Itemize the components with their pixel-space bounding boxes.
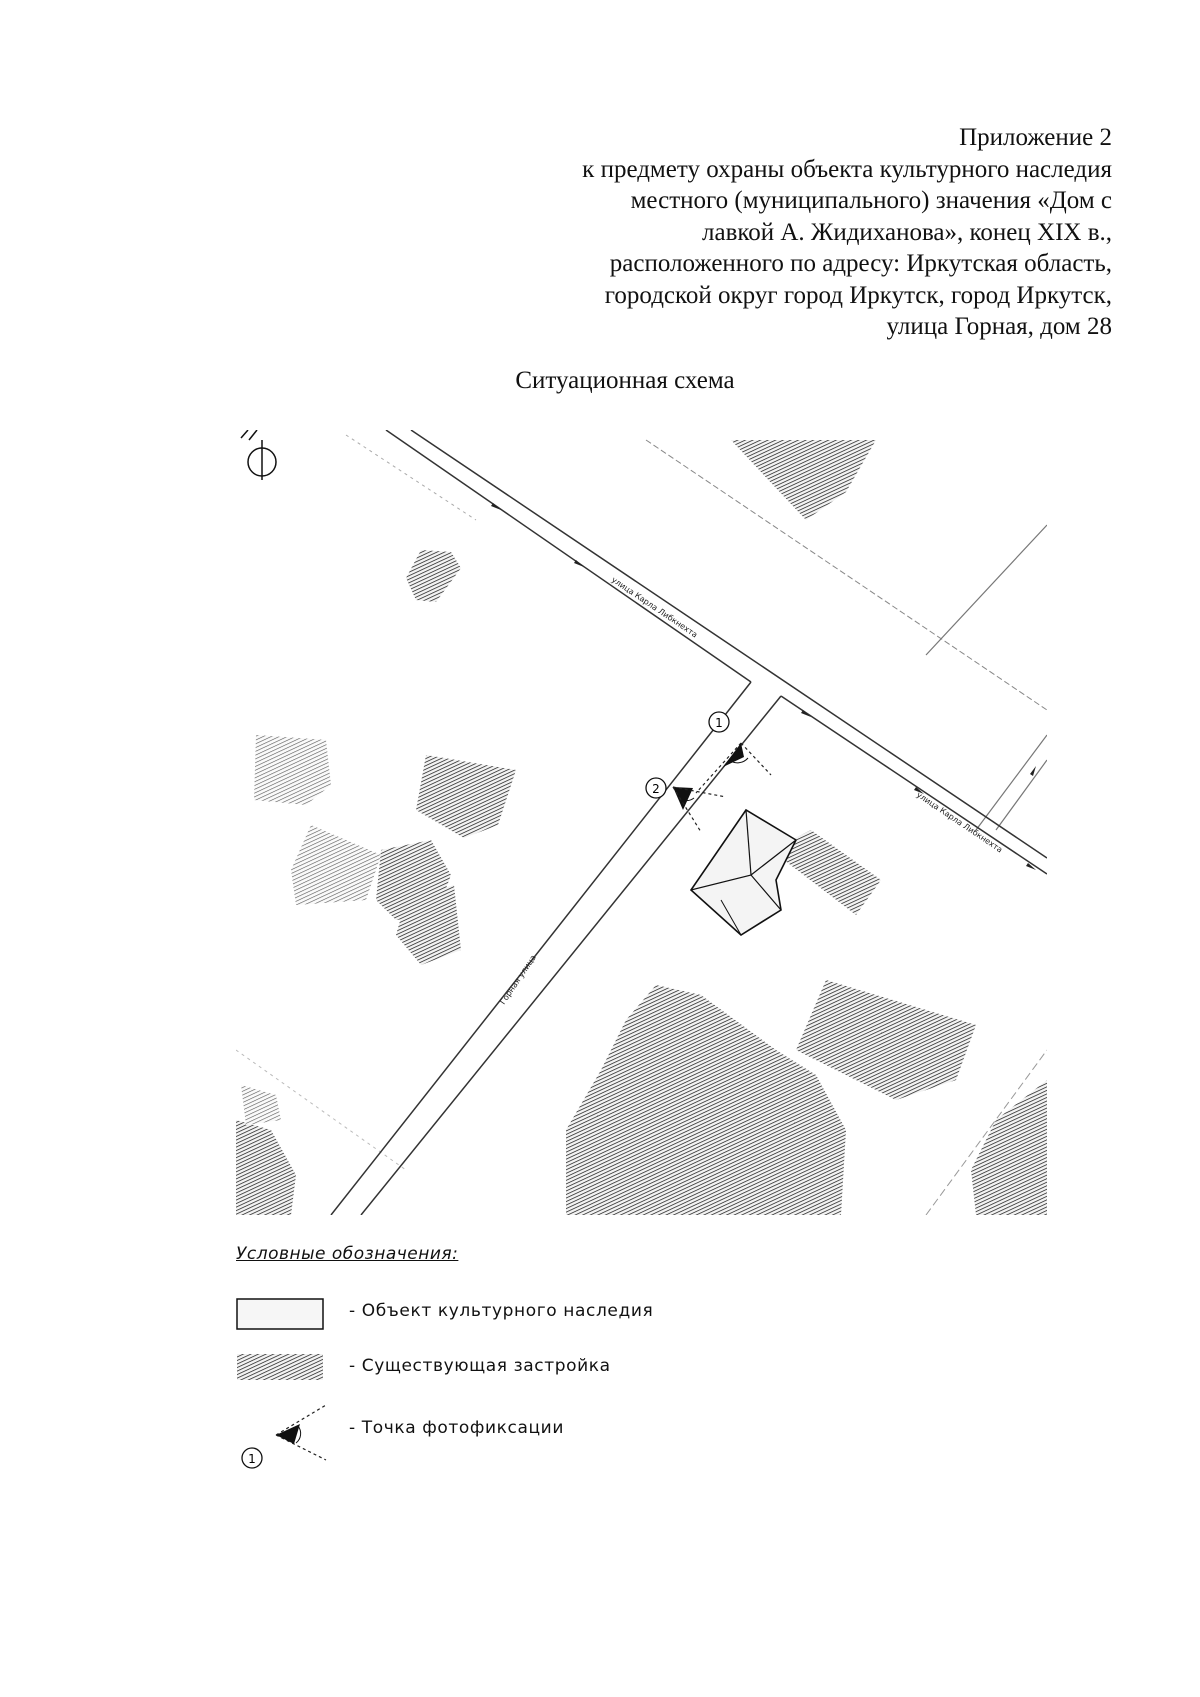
existing-building bbox=[406, 550, 461, 602]
annex-line: городской округ город Иркутск, город Ирк… bbox=[604, 281, 1112, 309]
existing-building bbox=[731, 440, 876, 520]
legend-item-heritage: - Объект культурного наследия bbox=[236, 1297, 836, 1337]
block-outline bbox=[975, 734, 1047, 831]
scheme-title: Ситуационная схема bbox=[515, 367, 735, 394]
existing-building bbox=[566, 985, 846, 1215]
photo-point-icon bbox=[673, 787, 693, 810]
street-label-karla-libknekhta: улица Карла Либкнехта bbox=[610, 575, 699, 639]
legend-item-existing: - Существующая застройка bbox=[236, 1350, 836, 1390]
legend-label: - Точка фотофиксации bbox=[349, 1418, 564, 1438]
heritage-object-symbol bbox=[236, 1298, 324, 1330]
annex-line: к предмету охраны объекта культурного на… bbox=[582, 155, 1112, 183]
street-gornaya-edge bbox=[360, 695, 782, 1215]
street-karla-libknekhta-edge bbox=[385, 430, 752, 683]
photo-point-1: 1 bbox=[695, 711, 772, 794]
existing-building bbox=[241, 1085, 281, 1125]
street-karla-libknekhta-edge bbox=[780, 695, 1047, 875]
street-karla-libknekhta-edge bbox=[410, 430, 1047, 859]
block-outline bbox=[345, 434, 477, 521]
existing-building bbox=[771, 830, 881, 915]
existing-building bbox=[396, 885, 461, 965]
annex-line: расположенного по адресу: Иркутская обла… bbox=[609, 250, 1112, 277]
street-gornaya-edge bbox=[330, 681, 752, 1215]
traffic-arrow-icon bbox=[491, 503, 1036, 870]
photo-point-icon: 1 bbox=[241, 1404, 327, 1469]
existing-building bbox=[254, 735, 331, 805]
photo-point-number: 1 bbox=[715, 716, 723, 730]
annex-line: улица Горная, дом 28 bbox=[886, 313, 1112, 340]
annex-line: лавкой А. Жидиханова», конец XIX в., bbox=[702, 218, 1112, 246]
heritage-object bbox=[689, 808, 798, 936]
existing-buildings bbox=[236, 440, 1047, 1215]
north-arrow-icon bbox=[240, 430, 277, 480]
existing-building bbox=[236, 1120, 296, 1215]
street-label-gornaya: Горная улица bbox=[498, 953, 538, 1006]
photo-point-2: 2 bbox=[645, 777, 727, 833]
legend-label: - Объект культурного наследия bbox=[349, 1301, 654, 1321]
annex-line: местного (муниципального) значения «Дом … bbox=[630, 187, 1112, 214]
map-canvas: улица Карла Либкнехта улица Карла Либкне… bbox=[236, 430, 1047, 1215]
block-outline bbox=[925, 1049, 1047, 1215]
existing-building-hatch bbox=[237, 1354, 323, 1380]
photo-point-number: 1 bbox=[248, 1452, 256, 1466]
legend-item-photo-point: 1 - Точка фотофиксации bbox=[236, 1400, 836, 1472]
block-outline bbox=[995, 759, 1047, 831]
annex-header: Приложение 2 к предмету охраны объекта к… bbox=[472, 122, 1112, 343]
situation-map: улица Карла Либкнехта улица Карла Либкне… bbox=[236, 430, 1047, 1215]
existing-building bbox=[291, 825, 381, 905]
existing-building bbox=[416, 755, 516, 838]
annex-line: Приложение 2 bbox=[959, 124, 1112, 151]
legend-title: Условные обозначения: bbox=[236, 1244, 459, 1264]
existing-building bbox=[971, 1080, 1047, 1215]
legend-label: - Существующая застройка bbox=[349, 1356, 611, 1376]
block-outline bbox=[925, 524, 1047, 656]
existing-building bbox=[796, 980, 976, 1100]
photo-point-number: 2 bbox=[652, 782, 660, 796]
photo-point-icon bbox=[723, 743, 744, 767]
